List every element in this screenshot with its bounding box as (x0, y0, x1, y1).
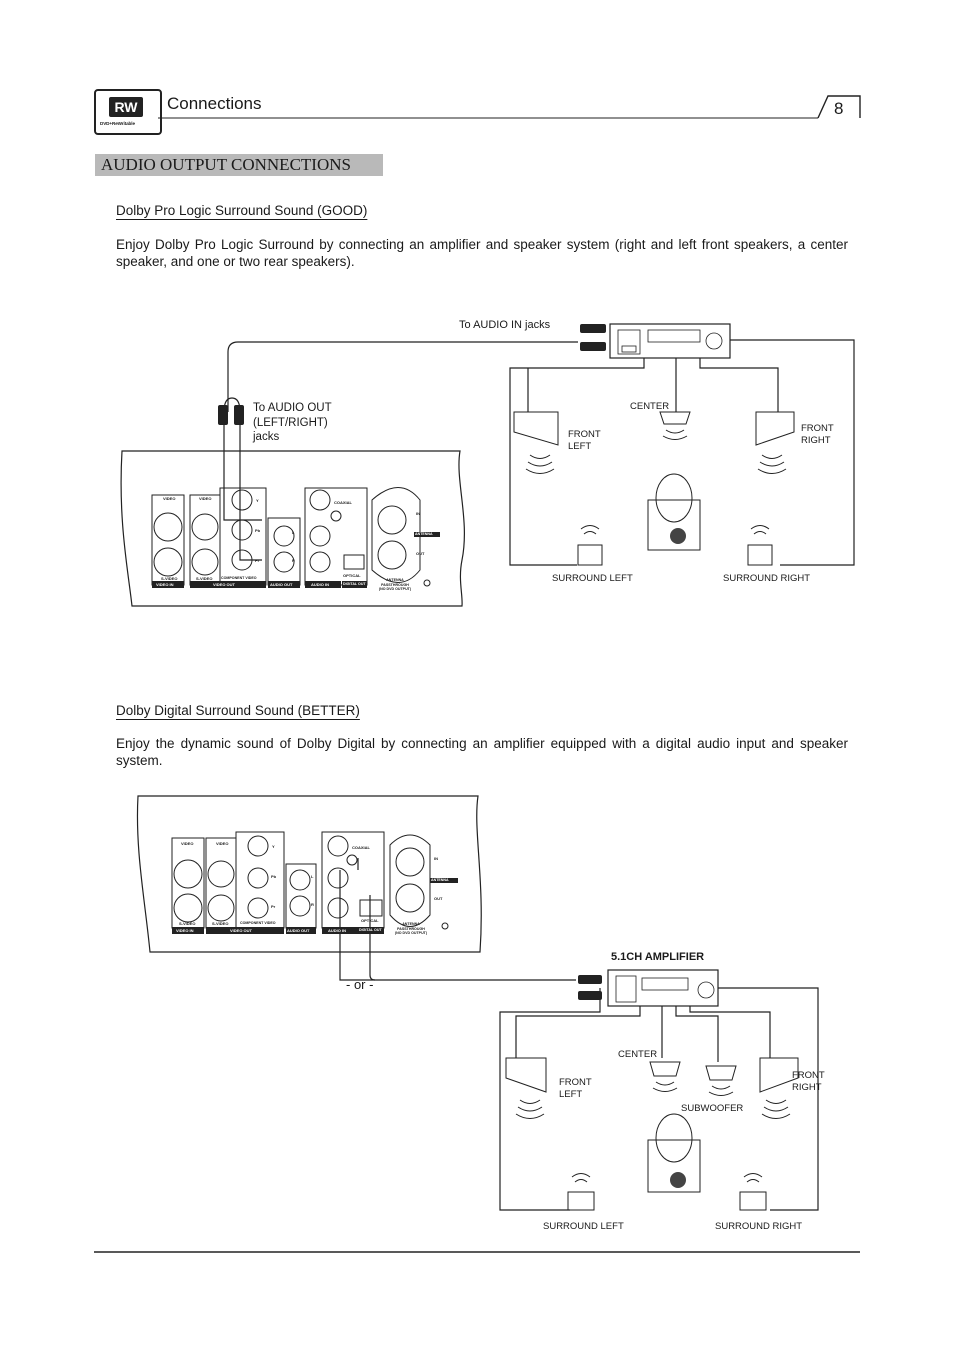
panel1-video-label-2: VIDEO (199, 496, 212, 501)
panel1-svideo-label-2: S-VIDEO (196, 576, 213, 581)
pro-logic-heading: Dolby Pro Logic Surround Sound (GOOD) (116, 203, 368, 218)
rw-logo-mark: RW (109, 97, 143, 117)
panel2-optical-label: OPTICAL (361, 918, 379, 923)
panel2-r-label: R (311, 902, 314, 907)
panel1-pr-label: Pr (255, 558, 260, 563)
label-audio-out-jacks: To AUDIO OUT (LEFT/RIGHT) jacks (253, 402, 332, 443)
panel1-l-label: L (292, 530, 295, 535)
panel2-video-in-label: VIDEO IN (176, 928, 194, 933)
speaker-front-left-label: FRONT LEFT (568, 429, 601, 452)
panel2-audio-out-label: AUDIO OUT (287, 928, 310, 933)
antenna-note-line-1: ANTENNA (386, 578, 404, 582)
panel2-out-label: OUT (434, 896, 443, 901)
panel1-coaxial-label: COAXIAL (334, 500, 352, 505)
speaker2-front-right-label: FRONT RIGHT (792, 1070, 825, 1093)
rw-logo-subtext: DVD+ReWritable (100, 121, 135, 126)
rw-logo: RW DVD+ReWritable (94, 89, 162, 135)
antenna-note-line-3: (NO DVD OUTPUT) (378, 587, 412, 591)
panel2-antenna-note: ANTENNA PASSTHROUGH (NO DVD OUTPUT) (390, 922, 432, 936)
panel1-r-label: R (292, 558, 295, 563)
or-label: - or - (346, 977, 374, 992)
amp-label: 5.1CH AMPLIFIER (611, 951, 705, 963)
antenna2-note-line-3: (NO DVD OUTPUT) (394, 931, 428, 935)
panel1-antenna-note: ANTENNA PASSTHROUGH (NO DVD OUTPUT) (374, 578, 416, 592)
section-title: AUDIO OUTPUT CONNECTIONS (95, 154, 383, 176)
label-audio-in-jacks: To AUDIO IN jacks (459, 319, 551, 331)
speaker-center-label: CENTER (630, 401, 670, 412)
speaker-surround-right-label: SURROUND RIGHT (723, 573, 811, 584)
panel1-video-label: VIDEO (163, 496, 176, 501)
page-number: 8 (834, 99, 844, 118)
panel2-pb-label: Pb (271, 874, 277, 879)
antenna-note-line-2: PASSTHROUGH (381, 582, 409, 587)
panel2-component-label: COMPONENT VIDEO (240, 921, 276, 925)
panel1-in-label: IN (416, 511, 420, 516)
panel1-digital-out-label: DIGITAL OUT (343, 582, 366, 586)
panel2-l-label: L (311, 874, 314, 879)
panel1-video-in-label: VIDEO IN (156, 582, 174, 587)
panel1-video-out-label: VIDEO OUT (213, 582, 236, 587)
panel2-audio-in-label: AUDIO IN (328, 928, 346, 933)
panel1-svideo-label: S-VIDEO (161, 576, 178, 581)
panel1-antenna-label: ANTENNA (415, 532, 433, 536)
panel1-pb-label: Pb (255, 528, 261, 533)
speaker-front-right-label: FRONT RIGHT (801, 423, 834, 446)
speaker2-center-label: CENTER (618, 1049, 658, 1060)
panel1-y-label: Y (256, 498, 259, 503)
antenna2-note-line-1: ANTENNA (402, 922, 420, 926)
panel2-y-label: Y (272, 844, 275, 849)
panel2-video-label-2: VIDEO (216, 841, 229, 846)
panel2-antenna-label: ANTENNA (431, 878, 449, 882)
antenna2-note-line-2: PASSTHROUGH (397, 926, 425, 931)
page-title: Connections (167, 94, 262, 113)
panel1-optical-label: OPTICAL (343, 573, 361, 578)
speaker-surround-left-label: SURROUND LEFT (552, 573, 633, 584)
speaker2-surround-right-label: SURROUND RIGHT (715, 1221, 803, 1232)
speaker2-surround-left-label: SURROUND LEFT (543, 1221, 624, 1232)
panel2-svideo-label: S-VIDEO (179, 921, 196, 926)
panel2-pr-label: Pr (271, 904, 276, 909)
digital-heading: Dolby Digital Surround Sound (BETTER) (116, 703, 360, 718)
pro-logic-body: Enjoy Dolby Pro Logic Surround by connec… (116, 237, 848, 269)
panel2-video-label: VIDEO (181, 841, 194, 846)
panel2-coaxial-label: COAXIAL (352, 845, 370, 850)
panel1-audio-in-label: AUDIO IN (311, 582, 329, 587)
panel2-svideo-label-2: S-VIDEO (212, 921, 229, 926)
panel1-component-label: COMPONENT VIDEO (221, 576, 257, 580)
panel2-video-out-label: VIDEO OUT (230, 928, 253, 933)
panel2-in-label: IN (434, 856, 438, 861)
speaker2-front-left-label: FRONT LEFT (559, 1077, 592, 1100)
panel2-digital-out-label: DIGITAL OUT (359, 928, 382, 932)
panel1-audio-out-label: AUDIO OUT (270, 582, 293, 587)
speaker2-subwoofer-label: SUBWOOFER (681, 1103, 744, 1114)
panel1-out-label: OUT (416, 551, 425, 556)
digital-body: Enjoy the dynamic sound of Dolby Digital… (116, 736, 848, 768)
